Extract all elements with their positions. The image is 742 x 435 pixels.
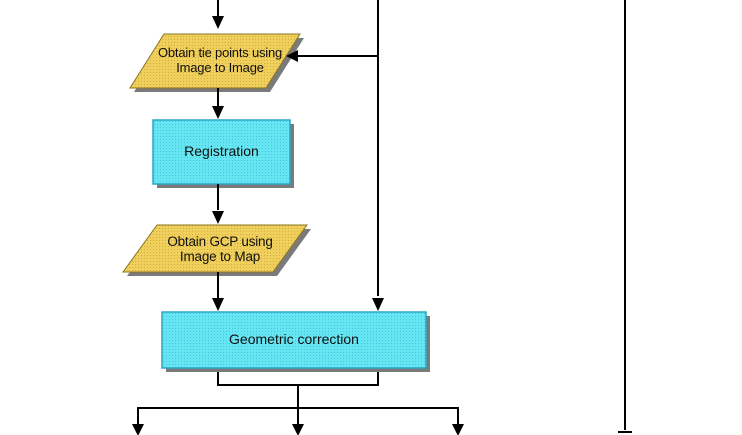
arrowhead-registration [212,106,224,119]
geometric-correction-node [161,311,430,372]
arrowhead-output-2 [292,424,304,435]
arrowhead-correction-right [372,298,384,311]
arrowhead-gcp [212,211,224,224]
arrowhead-output-3 [452,424,464,435]
arrowhead-top [212,16,224,29]
connector-output-split [137,407,459,424]
arrowhead-correction-left [212,298,224,311]
registration-node [152,119,294,188]
connector-correction-output [217,372,379,386]
arrowhead-output-1 [132,424,144,435]
arrowhead-left [286,50,298,62]
gcp-node [122,224,311,276]
tie-points-node [129,33,304,92]
